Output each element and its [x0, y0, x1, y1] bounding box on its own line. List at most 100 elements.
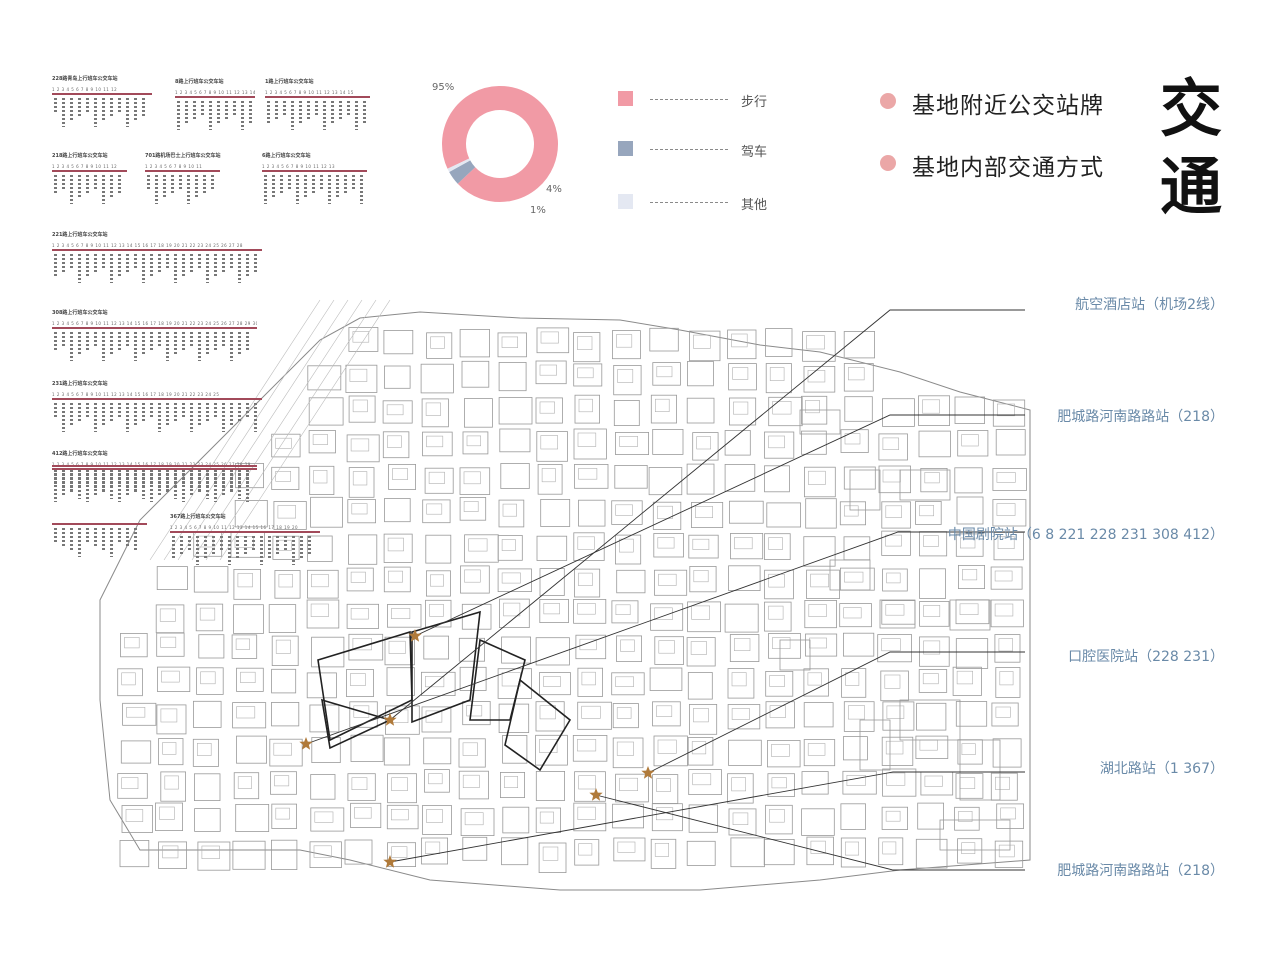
building: [578, 843, 593, 856]
stop-name-column: [86, 98, 89, 112]
building: [845, 672, 860, 686]
city-block: [688, 769, 722, 795]
city-block: [344, 839, 373, 865]
building: [769, 808, 785, 823]
city-block: [423, 737, 452, 765]
city-block: [232, 702, 267, 729]
building: [693, 570, 709, 583]
route-title: 221路上行班车公交车站: [52, 232, 108, 238]
city-block: [573, 802, 607, 832]
building: [200, 671, 216, 685]
stop-name-column: [225, 101, 228, 120]
building: [919, 505, 934, 517]
city-block: [233, 772, 260, 800]
city-block: [497, 535, 523, 561]
rail-line: [219, 299, 391, 561]
stop-name-column: [206, 470, 209, 499]
city-block: [686, 463, 715, 495]
stop-name-column: [230, 332, 233, 361]
city-block: [236, 735, 268, 764]
stop-name-column: [102, 403, 105, 427]
building: [619, 777, 638, 792]
city-block: [425, 534, 452, 564]
city-block: [918, 395, 951, 426]
stop-name-column: [177, 101, 180, 130]
city-block: [954, 806, 980, 831]
building: [994, 570, 1013, 582]
stop-name-column: [166, 332, 169, 361]
city-block: [613, 399, 640, 426]
stop-name-column: [246, 254, 249, 278]
building: [693, 708, 709, 723]
building: [275, 437, 292, 449]
city-block: [764, 601, 792, 632]
city-block: [843, 736, 868, 761]
city-block: [269, 738, 303, 767]
building: [844, 433, 861, 445]
city-block: [992, 499, 1027, 527]
building: [733, 401, 749, 415]
city-block: [843, 331, 876, 359]
city-block: [386, 604, 422, 628]
city-block: [459, 496, 487, 521]
stop-name-column: [222, 470, 225, 489]
stop-name-column: [110, 98, 113, 117]
building: [619, 436, 639, 447]
city-block: [955, 773, 984, 799]
city-block: [536, 535, 568, 561]
building: [352, 399, 368, 413]
city-block: [156, 566, 188, 591]
building: [809, 637, 827, 649]
route-title: 228路青岛上行班车公交车站: [52, 76, 118, 82]
city-block: [653, 533, 684, 558]
city-block: [652, 362, 681, 386]
city-block: [232, 840, 266, 870]
city-block: [462, 431, 489, 455]
city-block: [990, 566, 1023, 590]
building: [1000, 807, 1016, 820]
city-block: [804, 600, 837, 629]
city-block: [920, 467, 948, 493]
building: [998, 638, 1014, 652]
stop-name-column: [118, 473, 121, 502]
city-block: [195, 603, 224, 632]
city-block: [539, 599, 569, 624]
building: [392, 468, 408, 480]
stop-name-column: [118, 332, 121, 351]
city-block: [501, 837, 529, 866]
city-block: [420, 363, 454, 394]
city-block: [915, 735, 949, 759]
city-block: [992, 399, 1026, 427]
city-block: [572, 735, 608, 762]
city-block: [918, 669, 948, 693]
stop-name-column: [54, 98, 57, 112]
city-block: [767, 773, 795, 797]
building: [577, 432, 597, 447]
stop-name-column: [62, 254, 65, 273]
city-block: [615, 431, 649, 455]
stop-name-column: [94, 470, 97, 489]
stop-name-column: [142, 98, 145, 117]
stop-name-column: [185, 101, 188, 125]
building: [885, 604, 905, 616]
building: [425, 675, 445, 688]
leader-line: [414, 414, 1025, 637]
city-block: [192, 700, 222, 728]
building: [882, 469, 901, 483]
building: [691, 741, 707, 755]
city-block: [768, 633, 801, 659]
city-block: [539, 568, 565, 596]
stop-name-column: [198, 403, 201, 427]
city-block: [350, 802, 382, 828]
stop-name-column: [118, 175, 121, 194]
building: [278, 574, 293, 588]
stop-name-column: [238, 403, 241, 422]
building: [779, 639, 811, 671]
city-block: [535, 397, 563, 424]
city-block: [840, 803, 866, 830]
city-block: [384, 705, 420, 735]
building: [350, 438, 370, 452]
building: [352, 471, 368, 486]
building: [962, 569, 978, 581]
building: [691, 605, 710, 620]
